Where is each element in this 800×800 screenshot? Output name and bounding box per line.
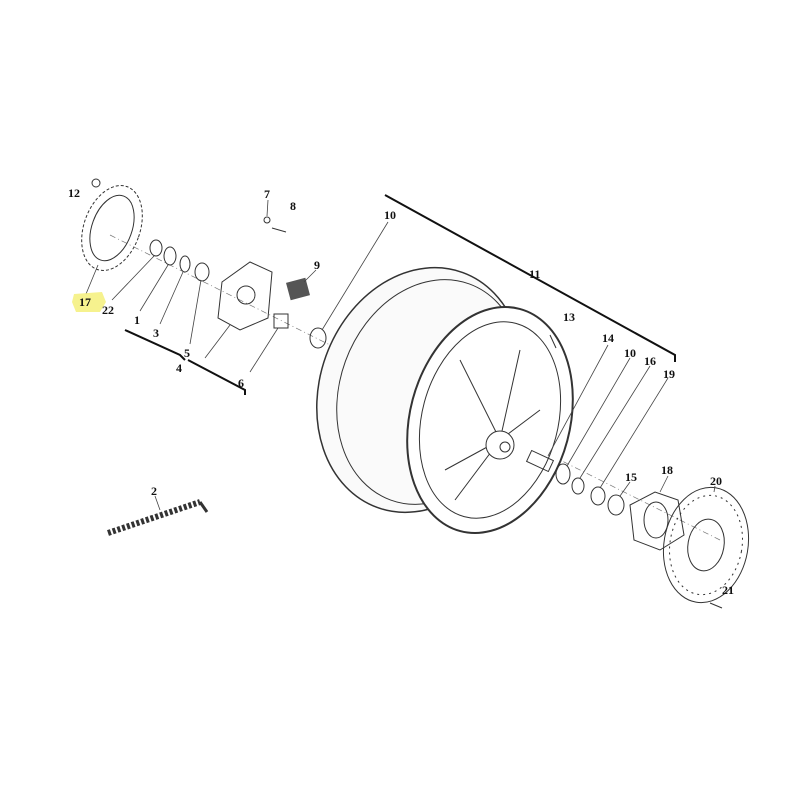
label-16: 16 <box>644 354 656 368</box>
rear-wheel-tyre <box>316 266 574 534</box>
label-15: 15 <box>625 470 637 484</box>
bracket-6 <box>187 359 246 395</box>
rear-sprocket <box>81 185 143 271</box>
label-3: 3 <box>153 326 159 340</box>
label-6: 6 <box>238 376 244 390</box>
bearing-10-right <box>555 463 571 485</box>
spacer-14 <box>525 449 555 473</box>
label-5: 5 <box>184 346 190 360</box>
bolt-8 <box>271 227 287 233</box>
highlight-part-17 <box>72 292 106 312</box>
label-11: 11 <box>529 267 540 281</box>
valve-13 <box>549 334 557 349</box>
label-10: 10 <box>384 208 396 222</box>
circlip-16 <box>571 477 585 495</box>
label-21: 21 <box>722 583 734 597</box>
bracket-4 <box>124 329 186 361</box>
label-18: 18 <box>661 463 673 477</box>
spacer-15 <box>607 494 625 516</box>
label-1: 1 <box>134 313 140 327</box>
sprocket-nut <box>91 178 101 188</box>
label-10-right: 10 <box>624 346 636 360</box>
bearing-5 <box>194 262 210 282</box>
bracket-11 <box>384 194 676 362</box>
spacer-6 <box>273 313 289 329</box>
drive-chain-2 <box>107 499 209 536</box>
disc-bolt-21 <box>709 602 723 609</box>
disc-carrier-18 <box>629 491 685 551</box>
label-8: 8 <box>290 199 296 213</box>
label-19: 19 <box>663 367 675 381</box>
sprocket-carrier-hub <box>217 261 273 331</box>
label-13: 13 <box>563 310 575 324</box>
spacer-22 <box>149 239 163 257</box>
seal-1 <box>163 246 177 266</box>
label-22: 22 <box>102 303 114 317</box>
label-4: 4 <box>176 361 182 375</box>
seal-19 <box>590 486 606 506</box>
label-12: 12 <box>68 186 80 200</box>
label-17: 17 <box>79 295 91 309</box>
brake-disc-20 <box>662 486 750 604</box>
label-9: 9 <box>314 258 320 272</box>
label-2: 2 <box>151 484 157 498</box>
bearing-10 <box>309 327 327 349</box>
leader-lines <box>85 199 716 511</box>
cush-drive-rubber-9 <box>286 277 310 301</box>
washer-7 <box>263 216 271 224</box>
label-14: 14 <box>602 331 614 345</box>
label-20: 20 <box>710 474 722 488</box>
circlip-3 <box>179 255 191 273</box>
label-7: 7 <box>264 187 270 201</box>
